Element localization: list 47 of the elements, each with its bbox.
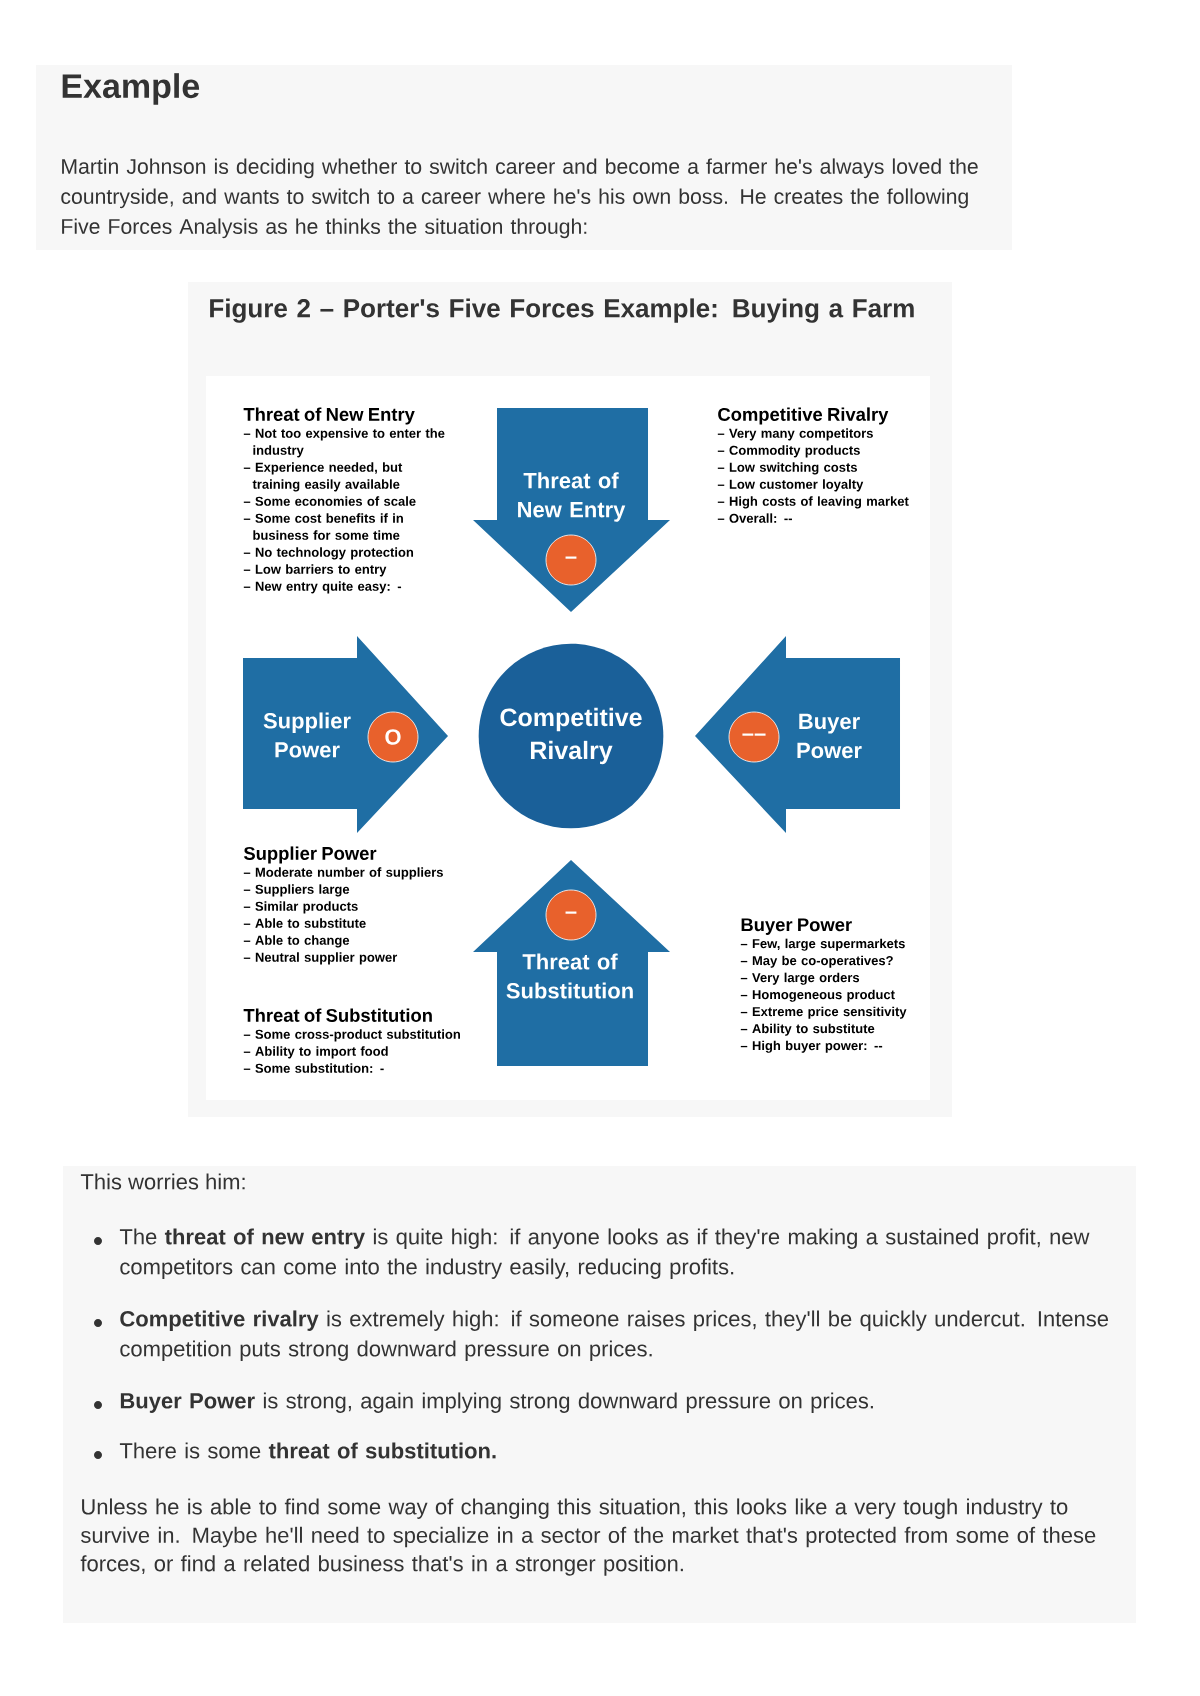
list-item: – Overall: -- — [717, 513, 792, 523]
list-item: – Low customer loyalty — [717, 479, 864, 492]
list-item: – Homogeneous product — [740, 989, 895, 1002]
sign-badge: O — [367, 711, 419, 763]
list-item: – Few, large supermarkets — [740, 938, 905, 951]
list-heading: Buyer Power — [741, 918, 852, 935]
paragraph: Unless he is able to find some way of changing this situation, this looks like a very tough industry to survive in. Maybe he'll need to specialize in a sector of the market that's protected from some of these forces, or find a related business that's in a stronger position. — [80, 1498, 1096, 1576]
list-item: – Low barriers to entry — [243, 564, 387, 577]
list-item: – Able to change — [243, 935, 350, 948]
list-item: – Experience needed, but training easily available — [243, 462, 403, 492]
paragraph: This worries him: — [80, 1173, 245, 1190]
list-item: – Suppliers large — [243, 884, 350, 897]
list-item: – Ability to substitute — [740, 1023, 875, 1036]
list-item: – New entry quite easy: - — [243, 581, 402, 594]
list-item: – Not too expensive to enter the industry — [243, 428, 445, 458]
list-item: – Ability to import food — [243, 1046, 388, 1059]
list-item: – May be co-operatives? — [740, 955, 893, 968]
heading: Example — [62, 73, 200, 105]
list-item: – High buyer power: -- — [740, 1040, 883, 1053]
figure-title: Figure 2 – Porter's Five Forces Example: Buying a Farm — [210, 298, 914, 323]
list-item: – Some economies of scale — [243, 496, 416, 506]
list-item: Competitive rivalry is extremely high: if someone raises prices, they'll be quickly undercut. Intense competition puts strong downward pressure on prices. — [120, 1310, 1109, 1361]
list-item: – Low switching costs — [717, 462, 857, 475]
list-item: – Commodity products — [717, 445, 860, 458]
list-item: – Neutral supplier power — [243, 952, 398, 965]
list-item: – Moderate number of suppliers — [243, 867, 443, 880]
list-item: – Similar products — [243, 901, 358, 914]
sign-badge: – — [545, 534, 597, 586]
sign-badge: – — [545, 889, 597, 941]
paragraph: Martin Johnson is deciding whether to switch career and become a farmer he's always loved the countryside, and wants to switch to a career where he's his own boss. He creates the following Five Forces Analysis as he thinks the situation through: — [61, 158, 978, 239]
list-heading: Threat of New Entry — [243, 407, 415, 425]
list-item: Buyer Power is strong, again implying strong downward pressure on prices. — [120, 1392, 873, 1413]
list-item: – Extreme price sensitivity — [740, 1006, 907, 1019]
list-item: – Very many competitors — [717, 428, 873, 441]
list-heading: Supplier Power — [243, 846, 377, 864]
list-item: – Some substitution: - — [243, 1063, 384, 1073]
list-item: The threat of new entry is quite high: if anyone looks as if they're making a sustained profit, new competitors can come into the industry easily, reducing profits. — [119, 1228, 1090, 1279]
list-item: – Some cross-product substitution — [243, 1029, 460, 1042]
list-item: There is some threat of substitution. — [119, 1442, 496, 1459]
list-heading: Threat of Substitution — [243, 1008, 432, 1022]
sign-badge: –– — [728, 711, 780, 763]
list-item: – Able to substitute — [243, 918, 366, 928]
list-item: – Very large orders — [740, 972, 860, 985]
list-item: – High costs of leaving market — [717, 496, 909, 509]
list-heading: Competitive Rivalry — [718, 407, 889, 425]
list-item: – No technology protection — [243, 547, 413, 560]
list-item: – Some cost benefits if in business for some time — [243, 513, 403, 540]
